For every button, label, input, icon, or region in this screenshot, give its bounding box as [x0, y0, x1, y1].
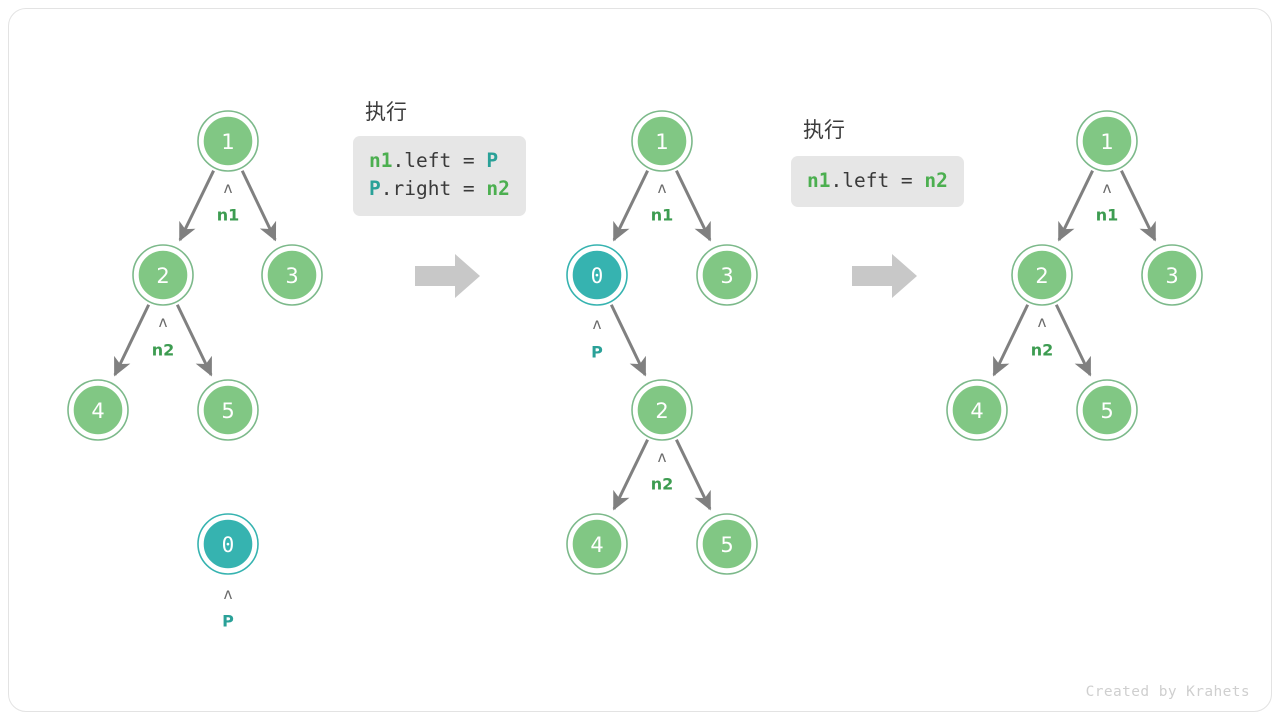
tree-edge	[612, 170, 649, 242]
node-value: 0	[222, 533, 235, 557]
tree-node-4[interactable]: 4	[566, 513, 628, 575]
pointer-p: ʌP	[222, 585, 234, 631]
tree-node-0[interactable]: 0	[566, 244, 628, 306]
tree-final: 1 2 3 4 5 ʌ n1 ʌ n2	[946, 110, 1203, 441]
tree-node-1[interactable]: 1	[631, 110, 693, 172]
node-value: 4	[590, 533, 603, 557]
node-value: 2	[156, 264, 169, 288]
tree-node-0[interactable]: 0	[197, 513, 259, 575]
code-line: P.right = n2	[369, 175, 510, 203]
tree-edge	[175, 304, 213, 377]
pointer-n2: ʌ n2	[1031, 313, 1054, 360]
code-box-step-2-after: n1.left = n2	[791, 156, 964, 208]
pointer-n1: ʌ n1	[1096, 179, 1119, 225]
node-value: 3	[285, 264, 298, 288]
node-value: 0	[591, 264, 604, 288]
node-value: 3	[1165, 264, 1178, 288]
tree-node-3[interactable]: 3	[696, 244, 758, 306]
transition-arrow-1	[415, 252, 481, 300]
tree-node-4[interactable]: 4	[67, 379, 129, 441]
tree-node-1[interactable]: 1	[197, 110, 259, 172]
tree-node-2[interactable]: 2	[132, 244, 194, 306]
pointer-caret-icon: ʌ	[657, 448, 666, 466]
pointer-caret-icon: ʌ	[223, 585, 232, 603]
node-value: 3	[720, 264, 733, 288]
pointer-label: n1	[1096, 206, 1119, 225]
node-value: 2	[1035, 264, 1048, 288]
step-label-step-1-before: 执行	[365, 101, 407, 124]
pointer-n2: ʌ n2	[651, 448, 674, 494]
node-value: 4	[970, 399, 983, 423]
pointer-caret-icon: ʌ	[1102, 179, 1111, 197]
code-token: P	[486, 149, 499, 172]
node-value: 1	[1100, 130, 1113, 154]
pointer-label: n1	[651, 206, 674, 225]
tree-edge	[675, 439, 712, 511]
pointer-n1: ʌ n1	[217, 179, 240, 225]
tree-edge	[609, 304, 647, 377]
tree-node-1[interactable]: 1	[1076, 110, 1138, 172]
tree-edge	[612, 439, 649, 511]
tree-edge	[1054, 304, 1092, 377]
credit-text: Created by Krahets	[1085, 684, 1250, 700]
node-value: 4	[91, 399, 104, 423]
step-label-step-2-after: 执行	[803, 119, 845, 142]
code-token: .right =	[380, 177, 487, 201]
tree-node-3[interactable]: 3	[1141, 244, 1203, 306]
pointer-caret-icon: ʌ	[223, 179, 232, 197]
node-value: 1	[221, 130, 234, 154]
pointer-label: n1	[217, 206, 240, 225]
tree-edge	[1120, 170, 1157, 242]
pointer-label: P	[591, 343, 603, 362]
code-token: n2	[924, 169, 948, 192]
node-value: 5	[221, 399, 234, 423]
tree-node-2[interactable]: 2	[631, 379, 693, 441]
code-line: n1.left = P	[369, 147, 510, 175]
code-token: .left =	[830, 169, 925, 192]
node-value: 2	[655, 399, 668, 423]
node-value: 1	[655, 130, 668, 154]
code-token: n2	[486, 177, 510, 201]
node-value: 5	[720, 533, 733, 557]
tree-node-3[interactable]: 3	[261, 244, 323, 306]
code-token: n1	[369, 149, 393, 172]
tree-node-5[interactable]: 5	[1076, 379, 1138, 441]
tree-edge	[240, 170, 277, 242]
code-line: n1.left = n2	[807, 167, 948, 195]
tree-node-4[interactable]: 4	[946, 379, 1008, 441]
code-token: n1	[807, 169, 831, 192]
pointer-label: n2	[152, 341, 175, 360]
tree-node-2[interactable]: 2	[1011, 244, 1073, 306]
pointer-caret-icon: ʌ	[1037, 313, 1046, 331]
node-value: 5	[1100, 399, 1113, 423]
tree-edge	[675, 170, 712, 242]
pointer-label: n2	[1031, 341, 1054, 360]
code-token: P	[369, 177, 381, 201]
tree-edge	[113, 304, 151, 377]
pointer-caret-icon: ʌ	[592, 315, 601, 333]
tree-node-5[interactable]: 5	[696, 513, 758, 575]
pointer-n2: ʌ n2	[152, 313, 175, 360]
tree-edge	[992, 304, 1030, 377]
tree-edge	[178, 170, 215, 242]
pointer-p: ʌP	[591, 315, 603, 362]
pointer-caret-icon: ʌ	[657, 179, 666, 197]
pointer-label: P	[222, 612, 234, 631]
tree-node-5[interactable]: 5	[197, 379, 259, 441]
code-token: .left =	[392, 149, 487, 172]
pointer-n1: ʌ n1	[651, 179, 674, 225]
tree-edge	[1057, 170, 1094, 242]
pointer-label: n2	[651, 475, 674, 494]
transition-arrow-2	[852, 252, 918, 300]
pointer-caret-icon: ʌ	[158, 313, 167, 331]
